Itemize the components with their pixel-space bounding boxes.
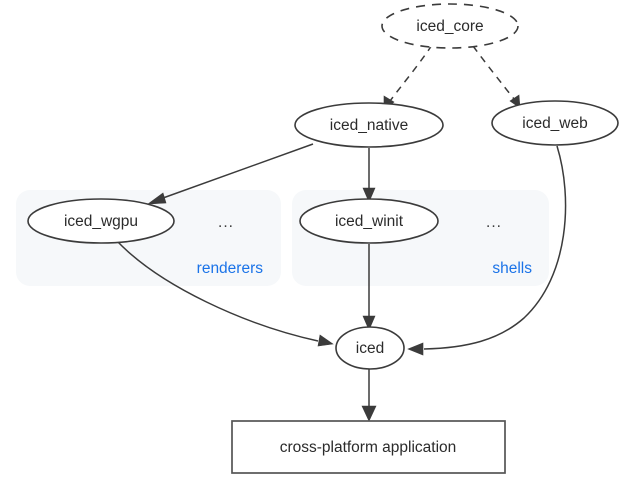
edge-iced-to-application	[361, 369, 377, 422]
arrow-head-icon	[147, 192, 167, 205]
edge-iced_core-to-iced_web	[472, 45, 521, 109]
cluster-renderers-label: renderers	[197, 260, 264, 277]
shells-more-ellipsis: ...	[486, 214, 502, 231]
node-iced_native[interactable]: iced_native	[294, 102, 444, 148]
node-iced_web[interactable]: iced_web	[491, 100, 619, 146]
node-iced_winit[interactable]: iced_winit	[299, 198, 439, 244]
node-iced_core-shape[interactable]	[381, 3, 519, 49]
node-iced_wgpu[interactable]: iced_wgpu	[27, 198, 175, 244]
node-iced_winit-label: iced_winit	[335, 213, 404, 230]
edge-iced_wgpu-to-iced	[116, 240, 334, 347]
node-iced_native-shape[interactable]	[294, 102, 444, 148]
node-application-shape[interactable]	[231, 420, 506, 474]
edge-line	[389, 44, 433, 102]
renderers-more-ellipsis: ...	[218, 214, 234, 231]
node-iced-label: iced	[356, 340, 384, 357]
node-iced_core[interactable]: iced_core	[381, 3, 519, 49]
edge-line	[162, 143, 314, 199]
arrow-head-icon	[362, 315, 376, 331]
node-iced_wgpu-shape[interactable]	[27, 198, 175, 244]
node-application[interactable]: cross-platform application	[231, 420, 506, 474]
node-iced_native-label: iced_native	[330, 117, 408, 134]
node-iced[interactable]: iced	[335, 326, 405, 370]
edge-iced_native-to-iced_winit	[362, 148, 376, 203]
node-iced_winit-shape[interactable]	[299, 198, 439, 244]
edge-iced_web-to-iced	[407, 145, 567, 356]
edge-iced_winit-to-iced	[362, 244, 376, 331]
edge-line	[423, 145, 567, 350]
edge-iced_core-to-iced_native	[383, 44, 433, 111]
arrow-head-icon	[361, 405, 377, 422]
node-iced_web-shape[interactable]	[491, 100, 619, 146]
edge-iced_native-to-iced_wgpu	[147, 143, 314, 205]
edge-line	[116, 240, 319, 342]
arrow-head-icon	[317, 334, 334, 347]
node-iced_core-label: iced_core	[416, 18, 483, 35]
node-application-label: cross-platform application	[280, 439, 457, 456]
edge-line	[472, 45, 515, 100]
node-iced_web-label: iced_web	[522, 115, 588, 132]
node-iced_wgpu-label: iced_wgpu	[64, 213, 138, 230]
node-iced-shape[interactable]	[335, 326, 405, 370]
arrow-head-icon	[362, 187, 376, 203]
cluster-shells-label: shells	[492, 260, 532, 277]
arrow-head-icon	[407, 342, 424, 356]
